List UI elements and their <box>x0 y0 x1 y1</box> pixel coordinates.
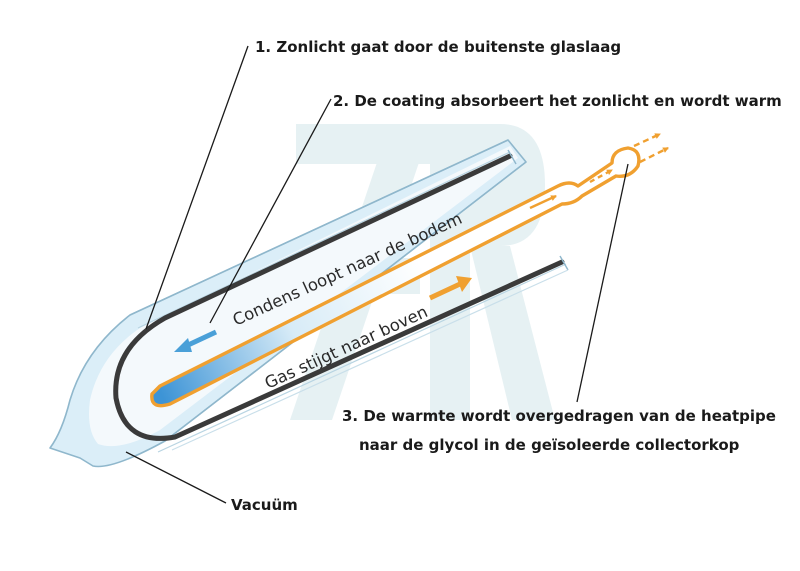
leader-vacuum <box>125 451 227 504</box>
absorber-coating <box>113 153 565 441</box>
condens-arrow <box>174 329 218 352</box>
leader-lines <box>125 45 629 504</box>
heatpipe <box>150 146 641 408</box>
leader-step3 <box>576 163 629 403</box>
callout-step3-line1: 3. De warmte wordt overgedragen van de h… <box>342 407 776 425</box>
inner-glass-lower <box>171 269 569 451</box>
glass-edge-top <box>129 139 509 316</box>
heat-transfer-arrows <box>529 132 669 210</box>
coating-bottom-cap <box>559 255 569 271</box>
leader-step1 <box>145 45 249 330</box>
coating-top-cap <box>507 149 517 165</box>
callout-step1: 1. Zonlicht gaat door de buitenste glasl… <box>255 38 621 56</box>
gas-arrow <box>428 276 472 301</box>
inner-glass-top <box>137 151 511 329</box>
callout-vacuum: Vacuüm <box>231 496 298 514</box>
inner-glass-bottom <box>157 263 567 453</box>
callout-step3-line2: naar de glycol in de geïsoleerde collect… <box>359 436 740 454</box>
callout-step2: 2. De coating absorbeert het zonlicht en… <box>333 92 782 110</box>
leader-step2 <box>209 98 332 324</box>
